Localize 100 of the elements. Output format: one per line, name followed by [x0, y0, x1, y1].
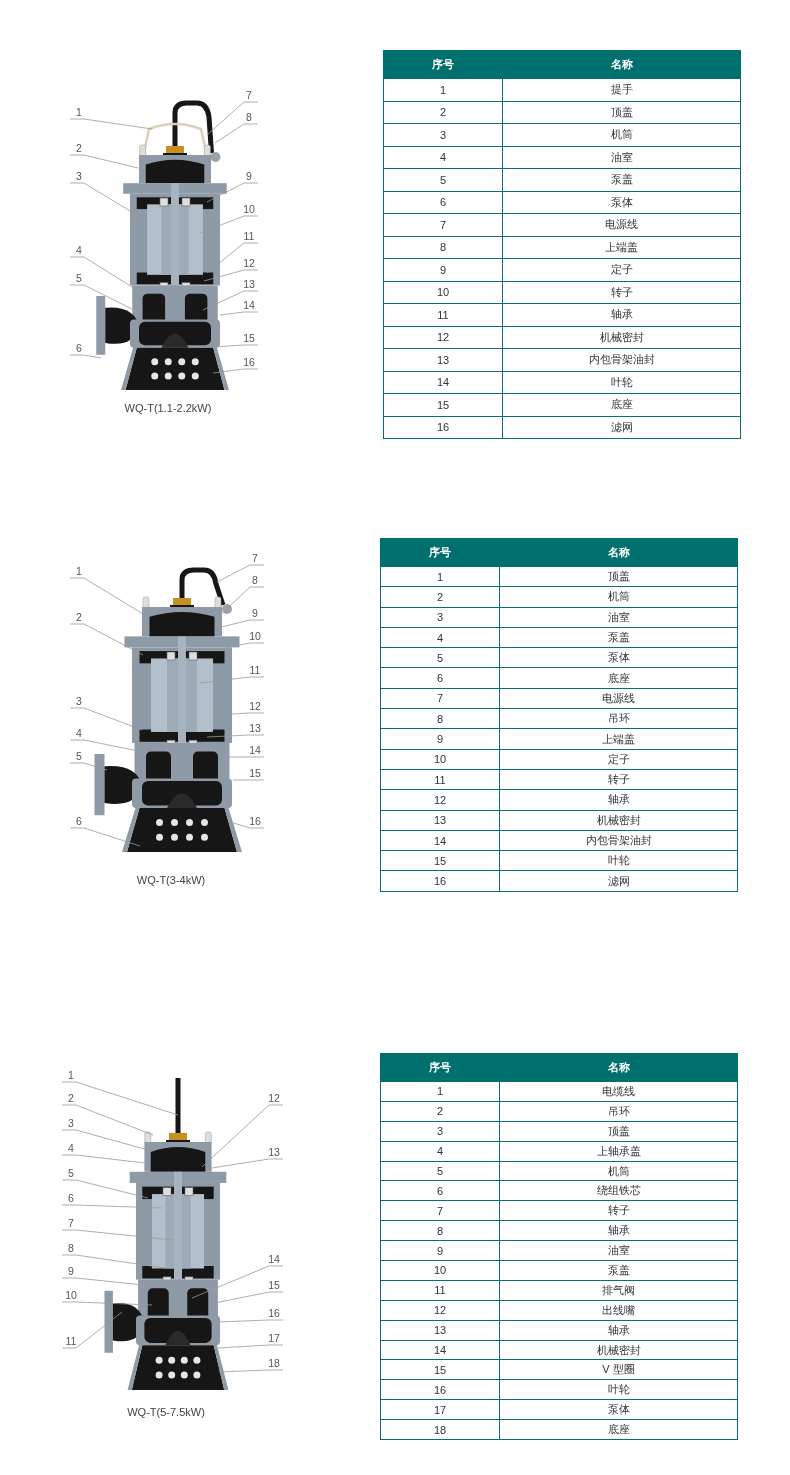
table-cell: 11 [380, 1280, 500, 1301]
callout-number: 9 [64, 1266, 78, 1276]
callout-number: 7 [64, 1218, 78, 1228]
table-header-cell: 名称 [502, 50, 741, 79]
table-cell: 叶轮 [499, 850, 738, 871]
callout-number: 5 [72, 751, 86, 761]
callout-number: 18 [267, 1358, 281, 1368]
table-cell: 吊环 [499, 708, 738, 729]
callout-number: 11 [242, 231, 256, 241]
table-cell: 电源线 [502, 213, 741, 236]
table-header-cell: 名称 [499, 1053, 738, 1082]
leader-line [206, 242, 259, 274]
table-header-cell: 名称 [499, 538, 738, 567]
callout-number: 3 [72, 696, 86, 706]
callout-number: 15 [248, 768, 262, 778]
table-cell: 轴承 [499, 1220, 738, 1241]
leader-line [199, 215, 259, 234]
table-cell: 滤网 [499, 870, 738, 892]
table-cell: 轴承 [499, 1320, 738, 1341]
callout-number: 17 [267, 1333, 281, 1343]
table-cell: 6 [380, 668, 500, 689]
leader-line [199, 676, 265, 684]
leader-line [61, 1129, 149, 1151]
leader-line [211, 1158, 284, 1169]
callout-number: 15 [267, 1280, 281, 1290]
callout-number: 6 [72, 816, 86, 826]
callout-number: 13 [242, 279, 256, 289]
table-cell: 1 [380, 1081, 500, 1102]
callout-number: 11 [64, 1336, 78, 1346]
leader-line [61, 1229, 174, 1241]
callout-number: 7 [248, 553, 262, 563]
leader-line [69, 182, 141, 218]
leader-line [69, 354, 102, 359]
table-cell: 机筒 [502, 123, 741, 146]
table-cell: 顶盖 [499, 1121, 738, 1142]
leader-line [69, 284, 139, 313]
table-cell: 10 [383, 281, 503, 304]
table-cell: 15 [383, 393, 503, 416]
table-header-cell: 序号 [380, 538, 500, 567]
table-cell: 上端盖 [499, 728, 738, 750]
callout-number: 13 [267, 1147, 281, 1157]
table-cell: 8 [383, 236, 503, 259]
table-cell: 13 [380, 1320, 500, 1341]
callout-number: 15 [242, 333, 256, 343]
leader-line [191, 1265, 284, 1299]
table-cell: 2 [380, 586, 500, 608]
table-cell: 底座 [499, 668, 738, 689]
callout-number: 4 [72, 728, 86, 738]
leader-line [69, 739, 144, 753]
callout-number: 12 [267, 1093, 281, 1103]
callout-number: 14 [267, 1254, 281, 1264]
table-cell: 定子 [502, 258, 741, 281]
leader-line [212, 368, 259, 374]
leader-line [69, 577, 149, 618]
leader-line [69, 154, 139, 169]
leader-line [206, 182, 259, 203]
table-cell: 泵盖 [499, 1260, 738, 1281]
table-cell: 15 [380, 1359, 500, 1380]
table-header-cell: 序号 [383, 50, 503, 79]
leader-line [61, 1311, 123, 1349]
table-cell: 14 [380, 830, 500, 851]
table-cell: 机筒 [499, 1161, 738, 1181]
table-cell: 上轴承盖 [499, 1141, 738, 1162]
leader-line [218, 1369, 284, 1373]
table-cell: 泵盖 [499, 627, 738, 648]
leader-line [217, 1319, 284, 1323]
leader-line [219, 311, 259, 316]
table-cell: 4 [380, 1141, 500, 1162]
table-cell: 16 [380, 1379, 500, 1400]
table-cell: 机械密封 [502, 326, 741, 349]
table-cell: 8 [380, 708, 500, 729]
leader-line [206, 734, 265, 738]
table-cell: 9 [383, 258, 503, 281]
leader-line [61, 1104, 154, 1136]
table-cell: 提手 [502, 78, 741, 101]
table-cell: V 型圈 [499, 1359, 738, 1380]
table-cell: 底座 [502, 393, 741, 416]
table-cell: 16 [380, 870, 500, 892]
table-cell: 泵体 [499, 1399, 738, 1420]
table-cell: 油室 [502, 146, 741, 169]
table-cell: 1 [383, 78, 503, 101]
table-cell: 5 [380, 1161, 500, 1181]
table-cell: 出线嘴 [499, 1300, 738, 1321]
leader-line [69, 118, 153, 130]
table-cell: 电缆线 [499, 1081, 738, 1102]
table-cell: 5 [383, 168, 503, 191]
callout-number: 16 [242, 357, 256, 367]
leader-line [216, 586, 265, 619]
leader-line [214, 642, 265, 651]
leader-line [61, 1204, 163, 1209]
leader-line [69, 256, 138, 291]
table-cell: 10 [380, 1260, 500, 1281]
table-cell: 定子 [499, 749, 738, 770]
table-cell: 3 [380, 607, 500, 628]
callout-number: 12 [248, 701, 262, 711]
table-cell: 4 [383, 146, 503, 169]
table-cell: 顶盖 [499, 566, 738, 587]
leader-line [69, 827, 141, 847]
table-cell: 泵盖 [502, 168, 741, 191]
table-cell: 滤网 [502, 416, 741, 439]
